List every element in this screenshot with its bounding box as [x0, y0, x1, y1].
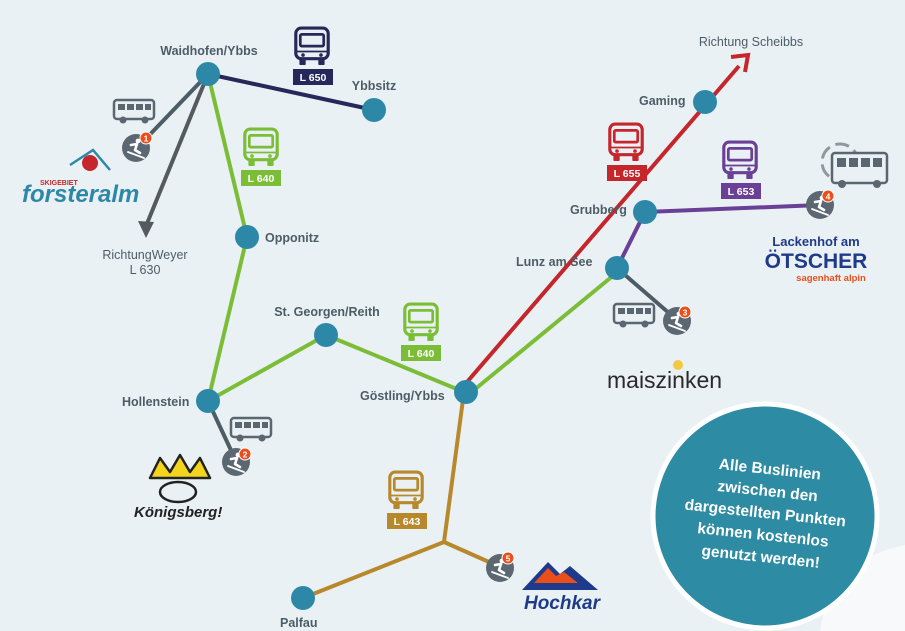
label-scheibbs-direction: Richtung Scheibbs: [699, 35, 803, 49]
bus-front-icon: [722, 140, 758, 181]
bus-front-icon: [403, 302, 439, 343]
bus-badge-l655: L 655: [607, 122, 647, 181]
stop-st-georgen: [314, 323, 338, 347]
svg-text:Lackenhof am: Lackenhof am: [772, 234, 859, 249]
svg-text:2: 2: [243, 450, 248, 460]
bus-side-icon: [229, 416, 273, 442]
svg-text:L 655: L 655: [614, 168, 641, 180]
arrow-weyer: [138, 221, 154, 238]
bus-badge-l640-goestling: L 640: [401, 302, 441, 361]
stop-palfau: [291, 586, 315, 610]
stop-goestling: [454, 380, 478, 404]
ski-area-4: 4: [805, 142, 889, 220]
route-l640-lunz: [466, 268, 622, 397]
svg-text:SKIGEBIET: SKIGEBIET: [40, 180, 78, 187]
forsteralm-logo: SKIGEBIET forsteralm: [22, 148, 139, 208]
label-gaming: Gaming: [639, 94, 686, 108]
stop-ybbsitz: [362, 98, 386, 122]
label-weyer-line: L 630: [130, 263, 161, 277]
label-grubberg: Grubberg: [570, 203, 627, 217]
bus-front-icon: [388, 470, 424, 511]
label-st-georgen: St. Georgen/Reith: [274, 305, 380, 319]
route-l653: [644, 203, 821, 214]
bus-front-icon: [608, 122, 644, 163]
ski-area-2: 2: [221, 416, 273, 477]
stop-grubberg: [633, 200, 657, 224]
svg-text:1: 1: [144, 134, 149, 144]
bus-with-arrows-icon: [820, 142, 889, 188]
route-l643: [302, 391, 466, 600]
koenigsberg-logo: Königsberg!: [134, 453, 222, 521]
svg-text:L 650: L 650: [300, 72, 327, 84]
svg-text:4: 4: [826, 192, 831, 202]
bus-side-icon: [612, 302, 656, 328]
route-l630-weyer: [144, 73, 210, 227]
label-goestling: Göstling/Ybbs: [360, 389, 445, 403]
oetscher-logo: Lackenhof am ÖTSCHER sagenhaft alpin: [765, 234, 868, 284]
info-circle: Alle Buslinien zwischen den dargestellte…: [650, 401, 880, 631]
hochkar-logo: Hochkar: [522, 562, 602, 614]
label-ybbsitz: Ybbsitz: [352, 79, 396, 93]
stop-opponitz: [235, 225, 259, 249]
svg-text:maiszinken: maiszinken: [607, 367, 722, 393]
corner-shape: [820, 545, 905, 631]
stop-lunz: [605, 256, 629, 280]
svg-text:L 640: L 640: [408, 348, 435, 360]
svg-text:L 653: L 653: [728, 186, 755, 198]
bus-front-icon: [243, 127, 279, 168]
bus-badge-l650: L 650: [293, 26, 333, 85]
label-hollenstein: Hollenstein: [122, 395, 189, 409]
route-l655: [459, 64, 741, 391]
ski-area-1: 1: [112, 98, 156, 163]
svg-text:5: 5: [506, 554, 511, 564]
label-weyer-direction: RichtungWeyer: [102, 248, 187, 262]
stop-gaming: [693, 90, 717, 114]
svg-text:forsteralm: forsteralm: [22, 181, 139, 208]
label-waidhofen: Waidhofen/Ybbs: [160, 44, 257, 58]
label-lunz: Lunz am See: [516, 255, 592, 269]
svg-text:ÖTSCHER: ÖTSCHER: [765, 250, 868, 273]
stop-hollenstein: [196, 389, 220, 413]
svg-text:L 643: L 643: [394, 516, 421, 528]
svg-text:Hochkar: Hochkar: [524, 593, 602, 614]
bus-front-icon: [294, 26, 330, 67]
direction-labels: RichtungWeyer L 630 Richtung Scheibbs: [102, 35, 803, 277]
label-palfau: Palfau: [280, 616, 318, 630]
bus-badge-l643: L 643: [387, 470, 427, 529]
ski-area-5: 5: [485, 551, 515, 583]
maiszinken-logo: maiszinken: [607, 360, 722, 393]
svg-text:sagenhaft alpin: sagenhaft alpin: [796, 273, 866, 284]
stop-labels: Waidhofen/Ybbs Ybbsitz Opponitz St. Geor…: [122, 44, 686, 630]
svg-text:Königsberg!: Königsberg!: [134, 504, 222, 521]
stop-waidhofen: [196, 62, 220, 86]
bus-side-icon: [112, 98, 156, 124]
bus-badge-l653: L 653: [721, 140, 761, 199]
stops: [196, 62, 717, 610]
svg-text:L 640: L 640: [248, 173, 275, 185]
bus-badge-l640-opponitz: L 640: [241, 127, 281, 186]
ski-area-3: 3: [612, 302, 692, 336]
arrow-scheibbs: [730, 52, 751, 73]
route-l650: [206, 72, 376, 112]
svg-text:3: 3: [683, 308, 688, 318]
label-opponitz: Opponitz: [265, 231, 319, 245]
